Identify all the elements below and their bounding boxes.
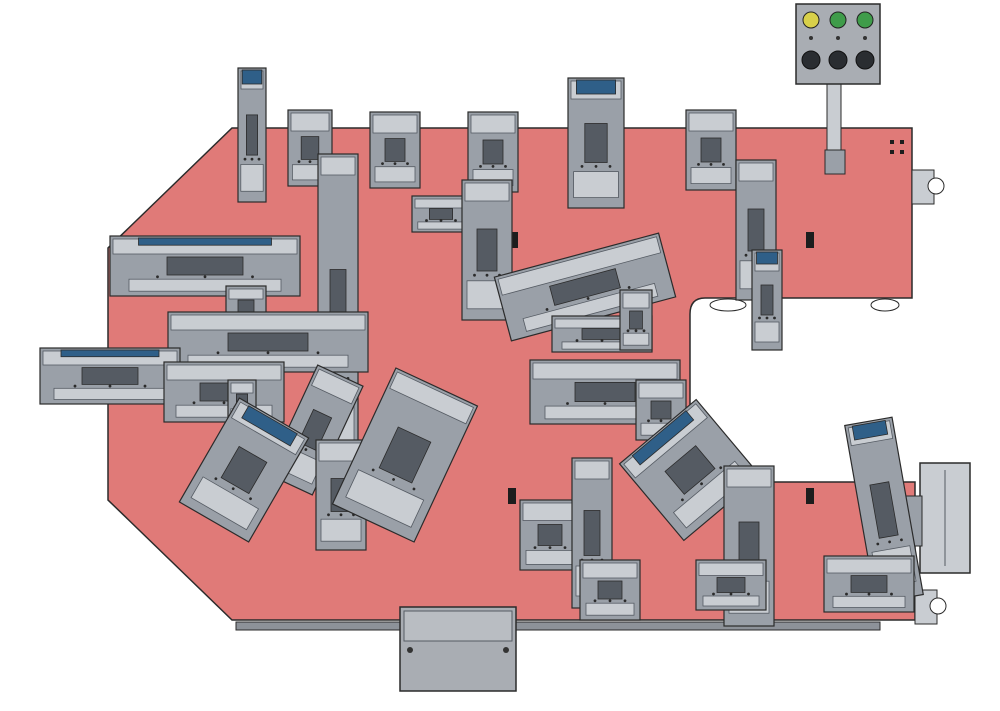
electrical-box <box>399 606 517 692</box>
clamp-icon[interactable] <box>823 555 915 613</box>
clamp-icon[interactable] <box>519 499 581 571</box>
clamp-icon[interactable] <box>579 559 641 621</box>
clamp-icon[interactable] <box>619 289 653 351</box>
cylinder-icon <box>650 400 672 420</box>
cylinder-icon <box>850 575 888 593</box>
cylinder-icon <box>166 256 244 276</box>
caster-right-top <box>911 169 945 205</box>
clamp-icon[interactable] <box>109 235 301 297</box>
caster-notch <box>709 298 900 312</box>
cylinder-icon <box>237 299 255 313</box>
clamp-icon[interactable] <box>39 347 181 405</box>
push-button[interactable] <box>801 50 821 70</box>
clamp-icon[interactable] <box>695 559 767 611</box>
base-plate-underside <box>235 621 881 631</box>
cylinder-icon <box>378 426 432 484</box>
clamp-icon[interactable] <box>331 367 479 543</box>
indicator-light-green <box>829 11 847 29</box>
clamp-icon[interactable] <box>178 397 310 543</box>
cylinder-icon <box>747 208 765 252</box>
cylinder-icon <box>760 284 774 316</box>
indicator-light-green <box>856 11 874 29</box>
clamp-icon[interactable] <box>685 109 737 191</box>
push-button[interactable] <box>828 50 848 70</box>
cylinder-icon <box>220 445 268 495</box>
clamp-icon[interactable] <box>723 465 775 627</box>
push-button[interactable] <box>855 50 875 70</box>
cylinder-icon <box>581 328 623 340</box>
cylinder-icon <box>384 138 406 162</box>
indicator-light-yellow <box>802 11 820 29</box>
clamp-icon[interactable] <box>567 77 625 209</box>
cylinder-icon <box>476 228 498 272</box>
caster-right-bottom <box>914 589 947 625</box>
cylinder-icon <box>583 510 601 556</box>
cylinder-icon <box>300 136 320 160</box>
cylinder-icon <box>245 114 258 156</box>
clamp-icon[interactable] <box>461 179 513 321</box>
clamp-icon[interactable] <box>411 195 471 233</box>
cylinder-icon <box>700 137 722 163</box>
control-panel-icon[interactable] <box>795 3 881 175</box>
cylinder-icon <box>574 381 636 402</box>
cylinder-icon <box>597 580 623 600</box>
cylinder-icon <box>664 445 716 495</box>
cylinder-icon <box>869 481 899 539</box>
cylinder-icon <box>428 208 453 220</box>
cylinder-icon <box>482 139 504 165</box>
cylinder-icon <box>629 310 643 330</box>
clamp-icon[interactable] <box>751 249 783 351</box>
clamp-icon[interactable] <box>237 67 267 203</box>
cylinder-icon <box>81 367 139 385</box>
cylinder-icon <box>537 524 563 546</box>
cylinder-icon <box>549 268 621 306</box>
cylinder-icon <box>716 577 746 593</box>
clamp-icon[interactable] <box>369 111 421 189</box>
cylinder-icon <box>227 332 309 352</box>
cylinder-icon <box>584 123 608 163</box>
